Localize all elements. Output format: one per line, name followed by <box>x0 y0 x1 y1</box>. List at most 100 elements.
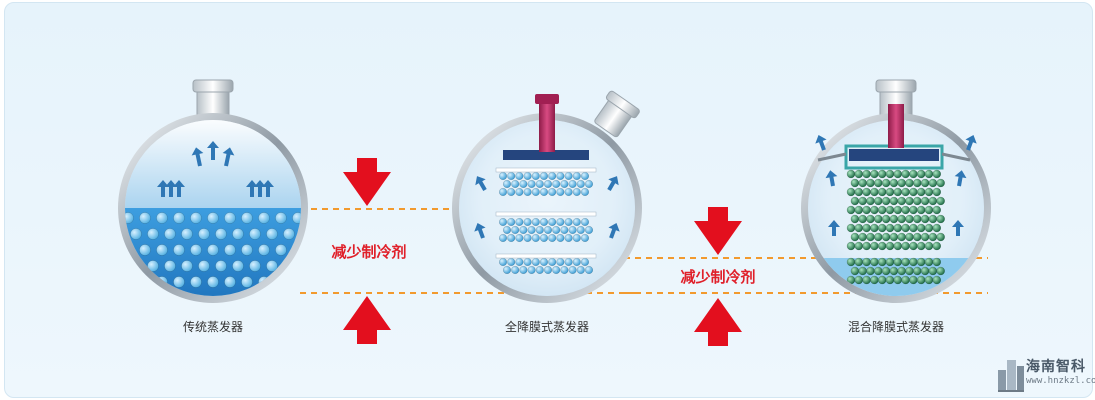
tube <box>877 275 887 285</box>
tube <box>901 205 910 215</box>
distributor-3 <box>849 149 939 161</box>
tube <box>147 228 159 240</box>
tube <box>866 178 875 188</box>
tube <box>232 228 244 240</box>
evaporator-falling-film <box>452 90 642 303</box>
tube <box>507 187 516 197</box>
tube <box>858 178 867 188</box>
header-pipe-3 <box>888 104 904 148</box>
tube <box>572 187 581 197</box>
tube <box>523 217 532 227</box>
tube <box>909 205 918 215</box>
tube <box>249 260 261 272</box>
tube <box>920 214 930 224</box>
tube <box>901 257 910 267</box>
tube <box>846 169 856 179</box>
tube <box>854 187 864 197</box>
tube <box>916 275 926 285</box>
tube <box>924 205 934 215</box>
evaporator-traditional <box>118 79 308 303</box>
tube <box>893 275 903 285</box>
tube <box>560 265 569 275</box>
up-arrow-icon <box>694 298 742 346</box>
reduce-refrigerant-label-2: 减少制冷剂 <box>680 268 756 286</box>
tube <box>897 232 906 242</box>
tube <box>511 225 520 235</box>
tube <box>548 171 557 181</box>
tube <box>893 241 903 251</box>
tube <box>881 232 891 242</box>
tube <box>502 179 512 189</box>
tube <box>901 223 910 233</box>
flow-arrows-2 <box>474 176 620 239</box>
tube <box>502 265 512 275</box>
tube <box>928 266 938 276</box>
tube <box>507 233 516 243</box>
tube <box>556 187 565 197</box>
tube <box>241 244 253 256</box>
tube <box>874 214 883 224</box>
tube <box>535 225 544 235</box>
tube-bundle-2 <box>495 167 597 275</box>
tube <box>556 171 565 181</box>
tube <box>866 266 875 276</box>
tube <box>846 205 856 215</box>
tube <box>535 265 544 275</box>
tube <box>275 212 287 224</box>
tube <box>580 257 590 267</box>
tube <box>515 171 524 181</box>
tube <box>498 217 508 227</box>
tube <box>249 228 261 240</box>
tube <box>874 232 883 242</box>
tube <box>258 212 270 224</box>
tube <box>932 169 942 179</box>
tube <box>901 241 910 251</box>
tube <box>932 257 942 267</box>
tube <box>866 214 875 224</box>
tube <box>877 187 887 197</box>
tube <box>556 217 565 227</box>
tube <box>909 257 918 267</box>
tube <box>552 225 561 235</box>
tube <box>932 275 942 285</box>
tube <box>548 217 557 227</box>
distributor-2 <box>503 150 589 160</box>
tube <box>932 205 942 215</box>
header-pipe-2 <box>539 94 555 152</box>
tube <box>531 171 540 181</box>
tube <box>207 276 219 288</box>
tube <box>283 228 295 240</box>
tube <box>560 225 569 235</box>
tube <box>858 266 867 276</box>
tube <box>507 171 516 181</box>
vapor-arrow-icon <box>191 147 204 167</box>
tube <box>909 187 918 197</box>
tube <box>881 266 891 276</box>
tube <box>224 244 236 256</box>
tube <box>300 260 301 272</box>
up-arrow-icon <box>343 296 391 344</box>
tube <box>858 196 867 206</box>
tube <box>190 276 202 288</box>
tube <box>519 179 528 189</box>
tube <box>854 275 864 285</box>
tube <box>916 257 926 267</box>
tube <box>531 187 540 197</box>
vapor-arrow-icon <box>157 180 169 197</box>
tube <box>139 276 151 288</box>
tube <box>854 205 864 215</box>
tube <box>584 179 594 189</box>
tube <box>292 276 301 288</box>
tube <box>936 214 945 224</box>
vapor-arrows-1 <box>157 141 274 197</box>
tube <box>854 241 864 251</box>
tube <box>909 241 918 251</box>
tube <box>928 178 938 188</box>
tube <box>862 257 871 267</box>
tube <box>924 275 934 285</box>
tube <box>916 187 926 197</box>
tube <box>846 241 856 251</box>
tube <box>572 233 581 243</box>
tube <box>523 233 532 243</box>
